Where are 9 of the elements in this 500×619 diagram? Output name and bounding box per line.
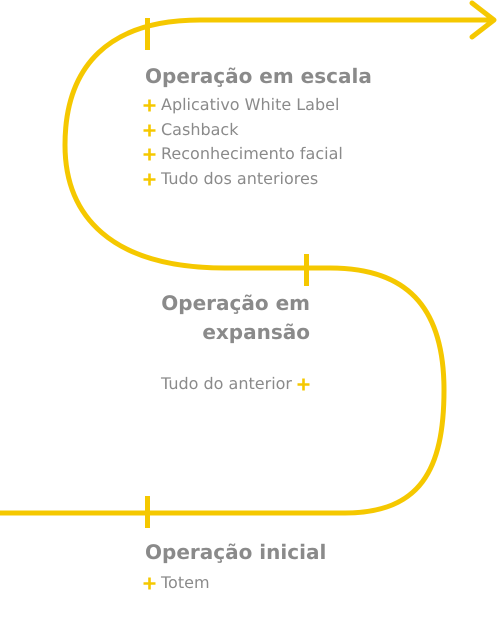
feature-item: Tudo do anterior	[161, 373, 292, 395]
feature-item: Reconhecimento facial	[161, 143, 343, 165]
feature-item: Tudo dos anteriores	[161, 168, 318, 190]
stage-heading: Operação em expansão	[160, 290, 310, 346]
stage-heading: Operação inicial	[145, 539, 328, 566]
feature-item: Aplicativo White Label	[161, 94, 340, 116]
feature-item: Totem	[161, 572, 210, 594]
feature-item: Cashback	[161, 119, 238, 141]
stage-heading: Operação em escala	[145, 63, 373, 90]
